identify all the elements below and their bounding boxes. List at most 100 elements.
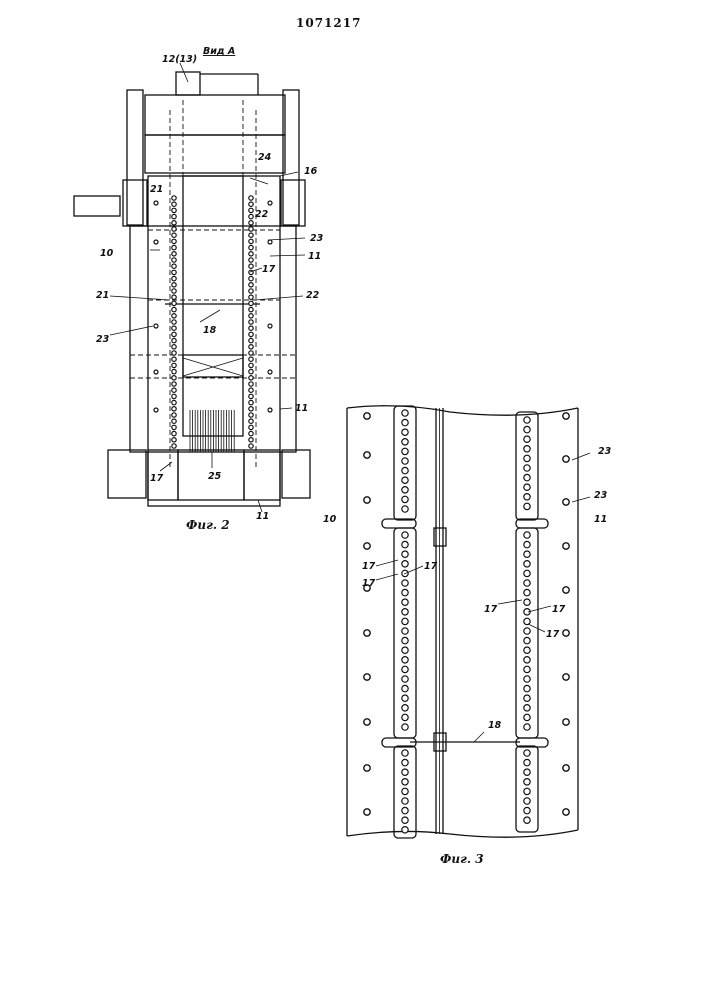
fig3-strip-hole: [524, 417, 530, 423]
fig3-strip-hole: [402, 467, 408, 473]
fig3-strip-hole: [402, 628, 408, 634]
fig3-strip-hole: [524, 618, 530, 624]
fig3-strip-hole: [402, 637, 408, 643]
fig3-strip-hole: [524, 788, 530, 794]
fig3-strip-hole: [402, 759, 408, 765]
fig3-strip-hole: [402, 750, 408, 756]
fig3-strip-hole: [524, 494, 530, 500]
fig3-strip-hole: [402, 609, 408, 615]
fig3-strip-hole: [524, 541, 530, 547]
fig3-mount-hole: [364, 497, 370, 503]
fig3-strip-hole: [402, 618, 408, 624]
fig3-strip-hole: [402, 599, 408, 605]
fig3-mount-hole: [364, 719, 370, 725]
fig3-strip-hole: [524, 750, 530, 756]
fig3-strip-hole: [402, 410, 408, 416]
fig3-mount-hole: [563, 587, 569, 593]
fig3-strip-hole: [402, 769, 408, 775]
fig3-strip-hole: [524, 551, 530, 557]
fig3-strip-hole: [402, 807, 408, 813]
fig3-mount-hole: [563, 765, 569, 771]
fig3-strip-hole: [524, 676, 530, 682]
fig3-strip-hole: [524, 779, 530, 785]
fig3-strip-hole: [524, 474, 530, 480]
fig3-label-23-top: 23: [598, 446, 612, 457]
fig3-strip-hole: [524, 637, 530, 643]
fig3-strip-hole: [402, 561, 408, 567]
fig3-strip-hole: [402, 666, 408, 672]
fig3-label-17-c: 17: [362, 578, 376, 589]
fig3-mount-hole: [563, 674, 569, 680]
fig3-strip-hole: [402, 477, 408, 483]
fig3-strip-hole: [524, 695, 530, 701]
fig3-strip-hole: [524, 465, 530, 471]
fig3-label-17-e: 17: [552, 604, 566, 615]
fig3-strip-hole: [524, 484, 530, 490]
fig3-mount-hole: [563, 809, 569, 815]
fig3-strip-hole: [524, 532, 530, 538]
fig3-strip-hole: [524, 599, 530, 605]
fig3-mount-hole: [563, 499, 569, 505]
fig3-strip-hole: [402, 487, 408, 493]
fig3-strip-hole: [524, 503, 530, 509]
fig3-strip-hole: [402, 439, 408, 445]
fig3-strip-hole: [524, 426, 530, 432]
fig3-strip-hole: [402, 647, 408, 653]
figure-3-caption: Фиг. 3: [440, 852, 484, 866]
fig3-strip-hole: [524, 685, 530, 691]
fig3-label-23-second: 23: [594, 490, 608, 501]
fig3-strip-hole: [402, 429, 408, 435]
fig3-strip-hole: [402, 827, 408, 833]
fig3-mount-hole: [364, 543, 370, 549]
fig3-strip-hole: [524, 446, 530, 452]
fig3-strip-hole: [524, 647, 530, 653]
fig3-mount-hole: [563, 719, 569, 725]
fig3-strip-hole: [524, 714, 530, 720]
fig3-mount-hole: [364, 809, 370, 815]
fig3-strip-hole: [524, 798, 530, 804]
fig3-strip-hole: [524, 628, 530, 634]
figure-2-caption: Фиг. 2: [186, 518, 230, 532]
fig3-strip-hole: [402, 779, 408, 785]
fig3-strip-hole: [524, 589, 530, 595]
fig3-strip-hole: [402, 419, 408, 425]
fig3-label-17-a: 17: [362, 561, 376, 572]
fig3-mount-hole: [563, 543, 569, 549]
fig3-strip-hole: [402, 724, 408, 730]
fig3-mount-hole: [364, 452, 370, 458]
fig3-label-18: 18: [488, 720, 502, 731]
fig3-strip-hole: [402, 580, 408, 586]
fig3-strip-hole: [402, 798, 408, 804]
fig3-mount-hole: [364, 765, 370, 771]
fig3-mount-hole: [364, 413, 370, 419]
fig3-label-17-f: 17: [546, 629, 560, 640]
fig3-strip-hole: [402, 532, 408, 538]
fig3-strip-hole: [402, 448, 408, 454]
fig3-strip-hole: [402, 551, 408, 557]
fig3-strip-hole: [402, 589, 408, 595]
fig3-strip-hole: [402, 458, 408, 464]
fig3-strip-hole: [524, 570, 530, 576]
fig3-strip-hole: [524, 817, 530, 823]
fig3-strip-hole: [402, 695, 408, 701]
fig3-strip-hole: [524, 455, 530, 461]
fig3-strip-hole: [402, 496, 408, 502]
fig3-mount-hole: [563, 630, 569, 636]
fig3-label-17-d: 17: [484, 604, 498, 615]
fig3-strip-hole: [402, 685, 408, 691]
fig3-strip-hole: [402, 714, 408, 720]
fig3-strip-hole: [524, 724, 530, 730]
fig3-strip-hole: [524, 436, 530, 442]
fig3-strip-hole: [524, 759, 530, 765]
fig3-mount-hole: [563, 413, 569, 419]
fig3-mount-hole: [563, 456, 569, 462]
fig3-strip-hole: [402, 541, 408, 547]
fig3-mount-hole: [364, 630, 370, 636]
fig3-strip-hole: [524, 657, 530, 663]
fig3-strip-hole: [402, 788, 408, 794]
fig3-label-10: 10: [323, 514, 337, 525]
fig3-strip-hole: [402, 817, 408, 823]
fig3-strip-hole: [402, 705, 408, 711]
fig3-label-11: 11: [594, 514, 607, 525]
